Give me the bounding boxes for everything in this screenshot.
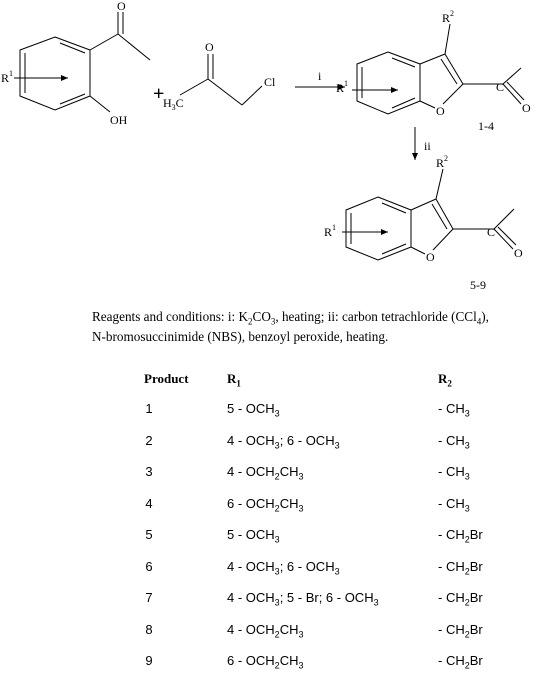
- header-r2: R2: [438, 371, 452, 389]
- table-row: 6 4 - OCH3; 6 - OCH3 - CH2Br: [120, 559, 540, 591]
- product-number: 7: [145, 590, 153, 605]
- r1-substituent: 4 - OCH2CH3: [227, 464, 304, 482]
- ketone-oxygen-label: O: [205, 40, 214, 54]
- r2-label-a: R2: [442, 9, 454, 25]
- r2-substituent: - CH2Br: [438, 653, 483, 671]
- furan-oxygen-label-b: O: [426, 250, 435, 264]
- table-header: Product R1 R2: [120, 371, 540, 401]
- r2-substituent: - CH2Br: [438, 558, 483, 577]
- product-number: 4: [145, 495, 153, 511]
- r2-substituent: - CH3: [438, 432, 470, 451]
- r1-label-reactant: R1: [1, 69, 13, 85]
- acetyl-oxygen-label-b: O: [514, 246, 523, 260]
- hydroxyl-label: OH: [110, 113, 128, 127]
- r1-substituent: 4 - OCH3; 6 - OCH3: [227, 432, 340, 451]
- r1-substituent: 6 - OCH2CH3: [227, 495, 304, 514]
- table-row: 4 6 - OCH2CH3 - CH3: [120, 496, 540, 528]
- reactant-hydroxyacetophenone: [14, 12, 151, 113]
- table-row: 7 4 - OCH3; 5 - Br; 6 - OCH3 - CH2Br: [120, 590, 540, 622]
- table-row: 3 4 - OCH2CH3 - CH3: [120, 464, 540, 496]
- header-r1: R1: [227, 371, 241, 389]
- r2-substituent: - CH3: [438, 495, 470, 514]
- acetyl-carbon-label-a: C: [496, 80, 504, 94]
- methyl-label: H3C: [163, 96, 184, 112]
- r2-substituent: - CH3: [438, 401, 470, 419]
- header-product: Product: [144, 371, 189, 386]
- product-number: 2: [145, 432, 153, 448]
- product-number: 1: [145, 401, 153, 416]
- product-1-4-structure: [352, 23, 525, 115]
- caption-line-2: N-bromosuccinimide (NBS), benzoyl peroxi…: [92, 329, 389, 344]
- table-body: 1 5 - OCH3 - CH3 2 4 - OCH3; 6 - OCH3 - CH3 3 4…: [120, 401, 540, 685]
- acetyl-carbon-label-b: C: [487, 225, 495, 239]
- table-row: 1 5 - OCH3 - CH3: [120, 401, 540, 433]
- product-number: 9: [145, 653, 153, 668]
- r1-label-b: R1: [324, 223, 336, 239]
- product-number: 8: [145, 621, 153, 637]
- chlorine-label: Cl: [264, 75, 276, 89]
- substituent-table: Product R1 R2 1 5 - OCH3 - CH3 2 4 - OCH3; 6…: [120, 371, 540, 685]
- r1-substituent: 4 - OCH3; 5 - Br; 6 - OCH3: [227, 590, 379, 608]
- r1-label-a: R1: [336, 79, 348, 95]
- product-number: 6: [145, 558, 153, 574]
- reagents-caption: Reagents and conditions: i: K2CO3, heati…: [92, 307, 547, 347]
- r1-substituent: 5 - OCH3: [227, 527, 280, 545]
- r2-label-b: R2: [436, 154, 448, 170]
- r1-substituent: 4 - OCH2CH3: [227, 621, 304, 640]
- reaction-scheme: O OH R1 + O Cl H3C i O C O R1 R2 1-4: [1, 0, 531, 292]
- table-row: 9 6 - OCH2CH3 - CH2Br: [120, 653, 540, 685]
- product-number: 3: [145, 464, 153, 479]
- acetyl-oxygen-label: O: [117, 0, 126, 13]
- r1-substituent: 5 - OCH3: [227, 401, 280, 419]
- reactant-chloroacetone: [179, 54, 263, 106]
- step-ii-label: ii: [424, 139, 431, 153]
- r1-substituent: 6 - OCH2CH3: [227, 653, 304, 671]
- product-number: 5: [145, 527, 153, 542]
- r2-substituent: - CH3: [438, 464, 470, 482]
- compound-label-5-9: 5-9: [470, 278, 486, 292]
- compound-label-1-4: 1-4: [478, 119, 494, 133]
- table-row: 5 5 - OCH3 - CH2Br: [120, 527, 540, 559]
- step-i-label: i: [318, 69, 322, 83]
- product-5-9-structure: [342, 168, 517, 261]
- caption-line-1: Reagents and conditions: i: K2CO3, heati…: [92, 309, 489, 327]
- acetyl-oxygen-label-a: O: [522, 101, 531, 115]
- furan-oxygen-label-a: O: [436, 104, 445, 118]
- r1-substituent: 4 - OCH3; 6 - OCH3: [227, 558, 340, 577]
- r2-substituent: - CH2Br: [438, 621, 483, 640]
- table-row: 8 4 - OCH2CH3 - CH2Br: [120, 622, 540, 654]
- plus-sign: +: [153, 83, 164, 105]
- r2-substituent: - CH2Br: [438, 527, 483, 545]
- table-row: 2 4 - OCH3; 6 - OCH3 - CH3: [120, 433, 540, 465]
- r2-substituent: - CH2Br: [438, 590, 483, 608]
